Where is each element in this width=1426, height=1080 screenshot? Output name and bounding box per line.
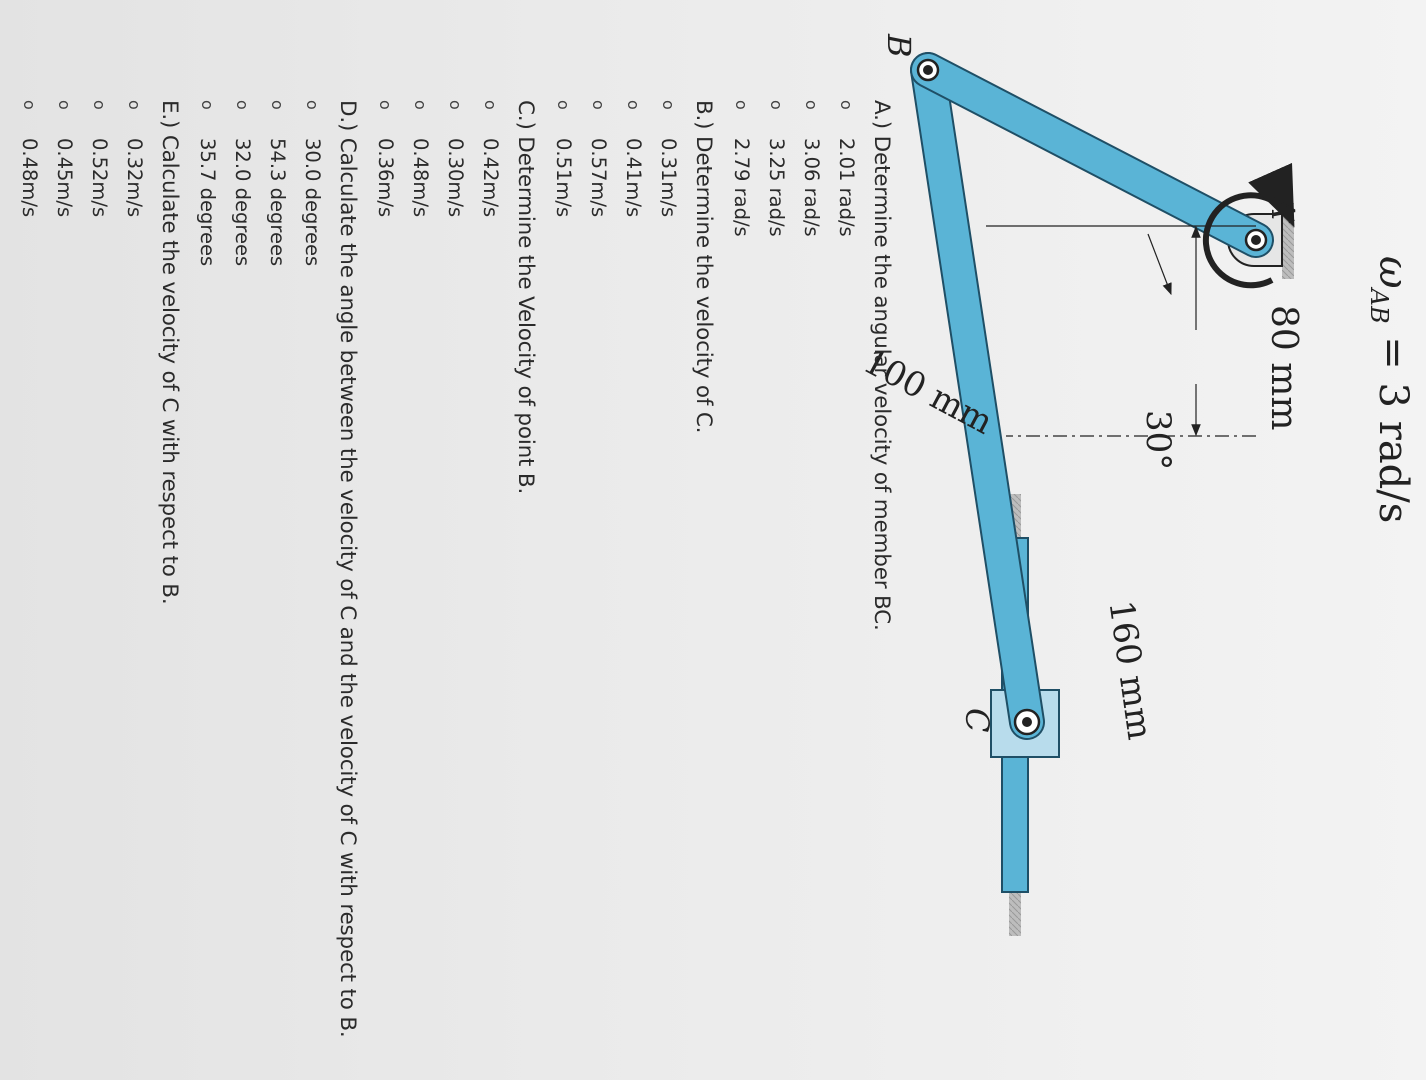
option-list: o 0.42m/s o 0.30m/s o 0.48m/s o 0.36m/s [368, 100, 508, 1060]
radio-bullet-icon[interactable]: o [624, 100, 643, 110]
radio-bullet-icon[interactable]: o [446, 100, 465, 110]
radio-bullet-icon[interactable]: o [589, 100, 608, 110]
radio-bullet-icon[interactable]: o [55, 100, 74, 110]
option-list: o 30.0 degrees o 54.3 degrees o 32.0 degree… [190, 100, 330, 1060]
questions-list: A.) Determine the angular velocity of me… [8, 100, 898, 1060]
option-label: 0.52m/s [88, 138, 111, 218]
radio-bullet-icon[interactable]: o [125, 100, 144, 110]
point-a-label: A [1264, 197, 1302, 221]
pin-b-dot [923, 65, 933, 75]
option-item[interactable]: o 2.01 rad/s [829, 100, 864, 1060]
option-label: 0.48m/s [18, 138, 41, 218]
question-e: E.) Calculate the velocity of C with res… [12, 100, 186, 1060]
option-item[interactable]: o 0.31m/s [651, 100, 686, 1060]
option-label: 0.41m/s [622, 138, 645, 218]
radio-bullet-icon[interactable]: o [837, 100, 856, 110]
option-item[interactable]: o 0.32m/s [117, 100, 152, 1060]
question-a: A.) Determine the angular velocity of me… [724, 100, 898, 1060]
question-b: B.) Determine the velocity of C. o 0.31m/… [546, 100, 720, 1060]
option-label: 35.7 degrees [196, 138, 219, 267]
radio-bullet-icon[interactable]: o [554, 100, 573, 110]
option-item[interactable]: o 32.0 degrees [225, 100, 260, 1060]
option-label: 0.30m/s [444, 138, 467, 218]
radio-bullet-icon[interactable]: o [732, 100, 751, 110]
option-label: 0.45m/s [53, 138, 76, 218]
option-item[interactable]: o 3.25 rad/s [759, 100, 794, 1060]
option-list: o 0.31m/s o 0.41m/s o 0.57m/s o 0.51m/s [546, 100, 686, 1060]
radio-bullet-icon[interactable]: o [659, 100, 678, 110]
option-label: 0.48m/s [409, 138, 432, 218]
option-item[interactable]: o 0.51m/s [546, 100, 581, 1060]
link-ab [912, 54, 1272, 256]
option-item[interactable]: o 0.36m/s [368, 100, 403, 1060]
radio-bullet-icon[interactable]: o [303, 100, 322, 110]
radio-bullet-icon[interactable]: o [767, 100, 786, 110]
option-item[interactable]: o 35.7 degrees [190, 100, 225, 1060]
option-item[interactable]: o 0.30m/s [438, 100, 473, 1060]
question-d: D.) Calculate the angle between the velo… [190, 100, 364, 1060]
radio-bullet-icon[interactable]: o [376, 100, 395, 110]
option-label: 3.06 rad/s [800, 138, 823, 237]
pin-c-dot [1022, 717, 1032, 727]
option-label: 0.31m/s [657, 138, 680, 218]
angle-arrow [1147, 233, 1172, 296]
radio-bullet-icon[interactable]: o [481, 100, 500, 110]
option-item[interactable]: o 54.3 degrees [260, 100, 295, 1060]
option-label: 0.32m/s [123, 138, 146, 218]
option-item[interactable]: o 0.52m/s [82, 100, 117, 1060]
option-label: 0.42m/s [479, 138, 502, 218]
mechanism-figure: ωAB = 3 rad/s A B C 80 mm 30° 100 mm 160… [857, 0, 1426, 1080]
option-item[interactable]: o 0.42m/s [473, 100, 508, 1060]
option-item[interactable]: o 0.57m/s [581, 100, 616, 1060]
option-item[interactable]: o 0.41m/s [616, 100, 651, 1060]
horizontal-dimension: 80 mm [1263, 305, 1304, 431]
radio-bullet-icon[interactable]: o [233, 100, 252, 110]
option-label: 32.0 degrees [231, 138, 254, 267]
option-item[interactable]: o 0.45m/s [47, 100, 82, 1060]
vertical-rod-lower [1001, 756, 1029, 893]
option-label: 0.57m/s [587, 138, 610, 218]
option-label: 0.51m/s [552, 138, 575, 218]
omega-label: ωAB = 3 rad/s [1365, 256, 1416, 524]
question-title: B.) Determine the velocity of C. [691, 100, 716, 434]
radio-bullet-icon[interactable]: o [268, 100, 287, 110]
option-list: o 2.01 rad/s o 3.06 rad/s o 3.25 rad/s o 2.7… [724, 100, 864, 1060]
question-title: A.) Determine the angular velocity of me… [869, 100, 894, 631]
angle-label: 30° [1138, 410, 1178, 471]
option-item[interactable]: o 0.48m/s [12, 100, 47, 1060]
option-label: 3.25 rad/s [765, 138, 788, 237]
radio-bullet-icon[interactable]: o [20, 100, 39, 110]
option-label: 30.0 degrees [301, 138, 324, 267]
point-b-label: B [880, 34, 918, 58]
option-label: 2.79 rad/s [730, 138, 753, 237]
option-item[interactable]: o 3.06 rad/s [794, 100, 829, 1060]
radio-bullet-icon[interactable]: o [90, 100, 109, 110]
question-title: E.) Calculate the velocity of C with res… [157, 100, 182, 605]
option-label: 54.3 degrees [266, 138, 289, 267]
question-c: C.) Determine the Velocity of point B. o… [368, 100, 542, 1060]
option-item[interactable]: o 0.48m/s [403, 100, 438, 1060]
option-label: 2.01 rad/s [835, 138, 858, 237]
option-label: 0.36m/s [374, 138, 397, 218]
option-list: o 0.32m/s o 0.52m/s o 0.45m/s o 0.48m/s [12, 100, 152, 1060]
radio-bullet-icon[interactable]: o [411, 100, 430, 110]
bottom-guide-hatch [1009, 892, 1021, 936]
question-title: C.) Determine the Velocity of point B. [513, 100, 538, 495]
radio-bullet-icon[interactable]: o [198, 100, 217, 110]
pin-a-dot [1251, 235, 1261, 245]
link-bc [912, 54, 1043, 738]
point-c-label: C [958, 708, 996, 733]
option-item[interactable]: o 30.0 degrees [295, 100, 330, 1060]
option-item[interactable]: o 2.79 rad/s [724, 100, 759, 1060]
radio-bullet-icon[interactable]: o [802, 100, 821, 110]
mechanism-diagram [910, 52, 1295, 936]
question-title: D.) Calculate the angle between the velo… [335, 100, 360, 1038]
